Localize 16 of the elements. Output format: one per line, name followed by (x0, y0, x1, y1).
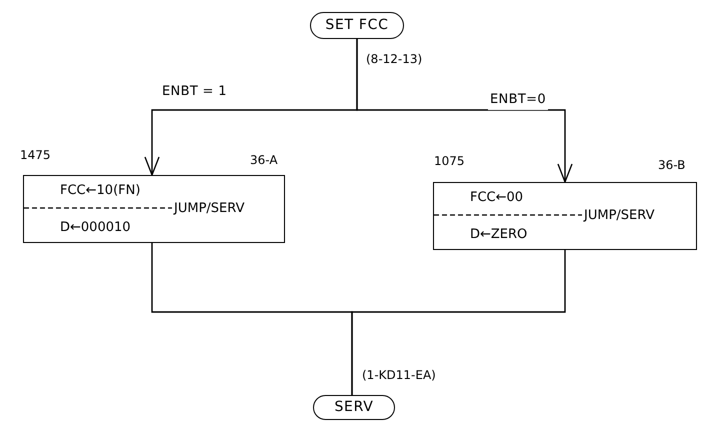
reference-label: (8-12-13) (366, 51, 422, 68)
block-number: 1075 (434, 153, 465, 170)
jump-label: JUMP/SERV (584, 207, 654, 225)
block-number: 36-A (250, 152, 278, 169)
process-box (23, 175, 285, 243)
jump-label: JUMP/SERV (174, 200, 244, 218)
reference-label: (1-KD11-EA) (362, 367, 436, 384)
assignment-text: FCC←00 (470, 189, 524, 207)
process-box (433, 182, 697, 250)
assignment-text: D←000010 (60, 219, 131, 237)
assignment-text: FCC←10(FN) (60, 182, 140, 200)
connector-arrow (356, 39, 573, 183)
edge-label: ENBT=0 (488, 90, 548, 110)
assignment-text: D←ZERO (470, 226, 528, 244)
block-number: 36-B (658, 157, 686, 174)
block-number: 1475 (20, 147, 51, 164)
